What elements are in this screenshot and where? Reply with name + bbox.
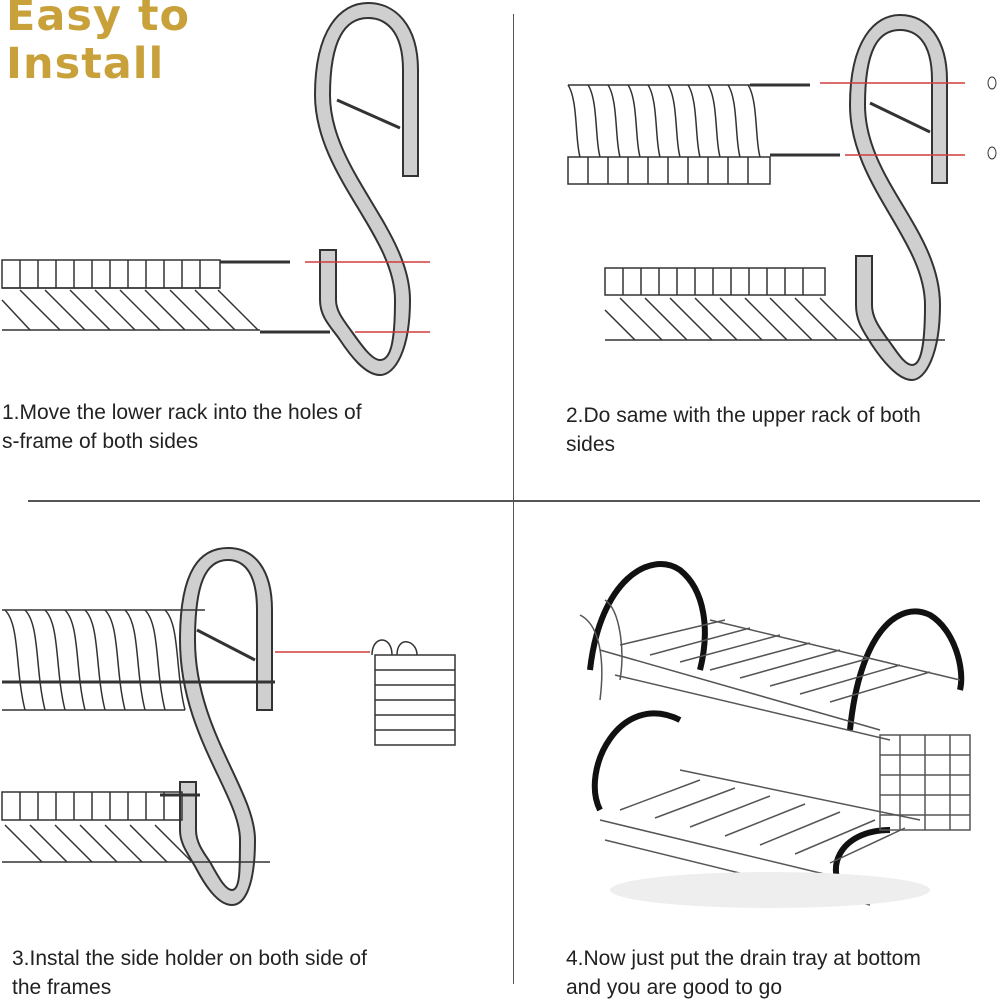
step-1-caption-line-1: 1.Move the lower rack into the holes of xyxy=(2,401,362,424)
step-1-diagram xyxy=(1,1,430,377)
step-4-caption-line-2: and you are good to go xyxy=(566,976,783,999)
arrow-icon xyxy=(305,261,430,333)
upper-rack-icon xyxy=(567,83,840,185)
upper-rack-icon xyxy=(579,599,961,741)
arrow-icon xyxy=(820,82,965,156)
s-frame-icon xyxy=(848,13,948,382)
title-line-2: Install xyxy=(6,39,165,89)
lower-rack-icon xyxy=(1,791,270,863)
screw-icon xyxy=(987,146,997,160)
step-3-illustration xyxy=(0,510,500,940)
step-4-diagram xyxy=(579,561,971,908)
step-3-caption-line-2: the frames xyxy=(12,976,112,999)
side-holder-icon xyxy=(371,639,456,746)
page-title: Easy to Install xyxy=(6,0,190,88)
horizontal-divider xyxy=(28,500,980,502)
step-2-illustration xyxy=(520,0,1000,390)
step-2-diagram xyxy=(567,13,997,382)
step-2-caption: 2.Do same with the upper rack of both si… xyxy=(566,401,996,459)
s-frame-icon xyxy=(178,546,273,907)
step-4-caption: 4.Now just put the drain tray at bottom … xyxy=(566,944,996,1002)
step-3-diagram xyxy=(1,546,456,907)
step-3-caption-line-1: 3.Instal the side holder on both side of xyxy=(12,947,367,970)
step-4-caption-line-1: 4.Now just put the drain tray at bottom xyxy=(566,947,921,970)
step-4-illustration xyxy=(560,540,990,940)
drain-tray-shadow-icon xyxy=(610,872,930,908)
lower-rack-icon xyxy=(1,259,330,334)
step-3-caption: 3.Instal the side holder on both side of… xyxy=(12,944,502,1002)
lower-rack-icon xyxy=(604,267,945,341)
side-holder-icon xyxy=(879,734,971,831)
step-2-caption-line-2: sides xyxy=(566,433,616,456)
s-frame-icon xyxy=(313,1,419,377)
step-2-caption-line-1: 2.Do same with the upper rack of both xyxy=(566,404,921,427)
step-1-illustration xyxy=(0,0,500,390)
screw-icon xyxy=(987,76,997,90)
step-1-caption-line-2: s-frame of both sides xyxy=(2,430,199,453)
step-1-caption: 1.Move the lower rack into the holes of … xyxy=(2,398,482,456)
vertical-divider xyxy=(513,14,514,984)
title-line-1: Easy to xyxy=(6,0,191,41)
upper-rack-icon xyxy=(2,609,275,711)
